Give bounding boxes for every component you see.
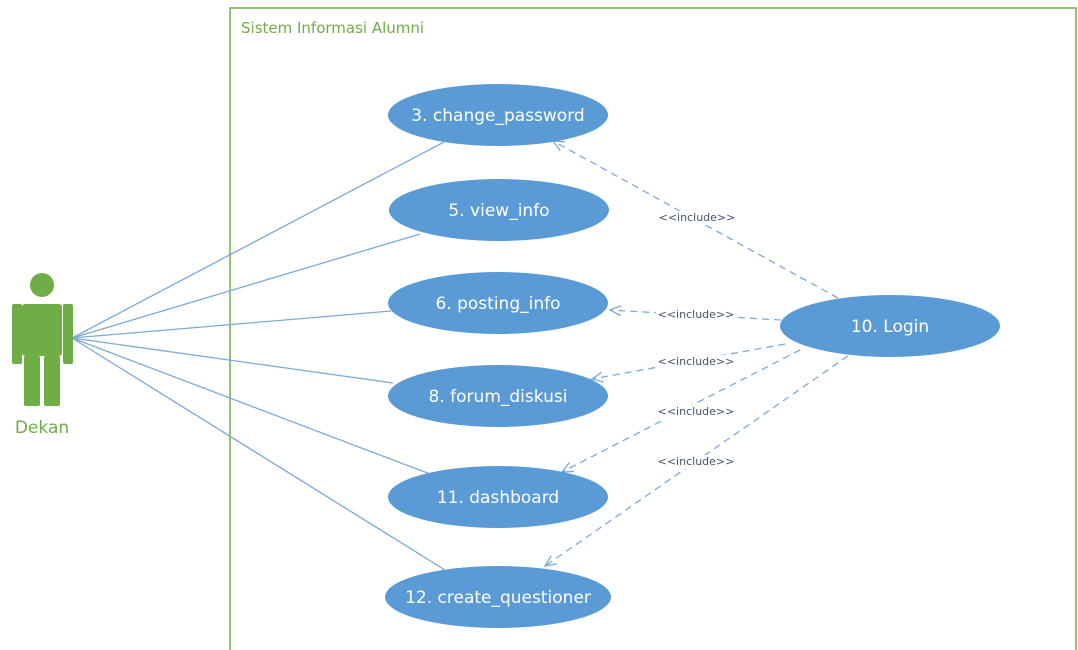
usecase-ellipse bbox=[780, 295, 1000, 357]
include-label-background bbox=[657, 211, 737, 225]
association-line-uc8 bbox=[71, 337, 394, 384]
usecase-label: 12. create_questioner bbox=[405, 588, 591, 608]
usecase-ellipse bbox=[388, 365, 608, 427]
usecase-ellipse bbox=[388, 272, 608, 334]
usecase-ellipse bbox=[388, 466, 608, 528]
association-lines bbox=[71, 141, 446, 571]
system-boundary: Sistem Informasi Alumni bbox=[229, 7, 1077, 650]
usecase-login: 10. Login bbox=[780, 295, 1000, 357]
system-boundary-box bbox=[229, 7, 1077, 650]
usecase-label: 11. dashboard bbox=[437, 488, 559, 508]
system-title: Sistem Informasi Alumni bbox=[241, 19, 424, 37]
include-label: <<include>> bbox=[658, 308, 735, 321]
include-relation-uc8: <<include>> bbox=[590, 343, 786, 383]
usecase-ellipse bbox=[388, 84, 608, 146]
actor-dekan: Dekan bbox=[12, 273, 73, 438]
actor-label: Dekan bbox=[15, 418, 69, 438]
include-label-background bbox=[656, 455, 736, 469]
usecase-ellipse bbox=[389, 179, 609, 241]
include-arrowhead-icon bbox=[551, 140, 566, 152]
association-line-uc3 bbox=[71, 141, 445, 339]
usecase-posting-info: 6. posting_info bbox=[388, 272, 608, 334]
actor-stick-figure-icon bbox=[12, 273, 73, 406]
usecase-change-password: 3. change_password bbox=[388, 84, 608, 146]
association-line-uc11 bbox=[71, 337, 431, 475]
association-line-uc6 bbox=[71, 310, 392, 339]
include-label-background bbox=[656, 355, 736, 369]
actor-body bbox=[22, 304, 62, 356]
include-label-background bbox=[656, 405, 736, 419]
actor-right-leg bbox=[44, 356, 60, 406]
usecase-create-questioner: 12. create_questioner bbox=[385, 566, 611, 628]
association-line-uc12 bbox=[71, 337, 446, 571]
actor-left-leg bbox=[24, 356, 40, 406]
usecase-label: 3. change_password bbox=[411, 106, 584, 126]
include-arrowhead-icon bbox=[590, 371, 604, 383]
actor-head bbox=[30, 273, 54, 297]
include-label: <<include>> bbox=[658, 455, 735, 468]
usecase-ellipse bbox=[385, 566, 611, 628]
include-relation-uc11: <<include>> bbox=[560, 349, 801, 473]
include-relation-uc3: <<include>> bbox=[551, 140, 839, 299]
usecase-label: 6. posting_info bbox=[435, 294, 560, 314]
include-label: <<include>> bbox=[658, 355, 735, 368]
usecase-dashboard: 11. dashboard bbox=[388, 466, 608, 528]
include-relation-uc12: <<include>> bbox=[543, 355, 849, 567]
usecase-label: 10. Login bbox=[851, 317, 929, 337]
usecase-label: 8. forum_diskusi bbox=[429, 387, 568, 407]
include-label: <<include>> bbox=[658, 405, 735, 418]
include-relation-uc6: <<include>> bbox=[608, 305, 782, 322]
include-arrowhead-icon bbox=[608, 305, 622, 317]
actor-left-arm bbox=[12, 304, 22, 364]
include-relations: <<include>> <<include>> <<include>> <<inclu… bbox=[543, 140, 849, 567]
usecase-forum-diskusi: 8. forum_diskusi bbox=[388, 365, 608, 427]
usecase-view-info: 5. view_info bbox=[389, 179, 609, 241]
include-arrowhead-icon bbox=[543, 555, 558, 567]
association-line-uc5 bbox=[71, 233, 421, 339]
include-label-background bbox=[656, 308, 736, 322]
usecase-label: 5. view_info bbox=[448, 201, 549, 221]
use-cases: 3. change_password 5. view_info 6. posti… bbox=[385, 84, 1000, 628]
include-label: <<include>> bbox=[659, 211, 736, 224]
actor-right-arm bbox=[63, 304, 73, 364]
